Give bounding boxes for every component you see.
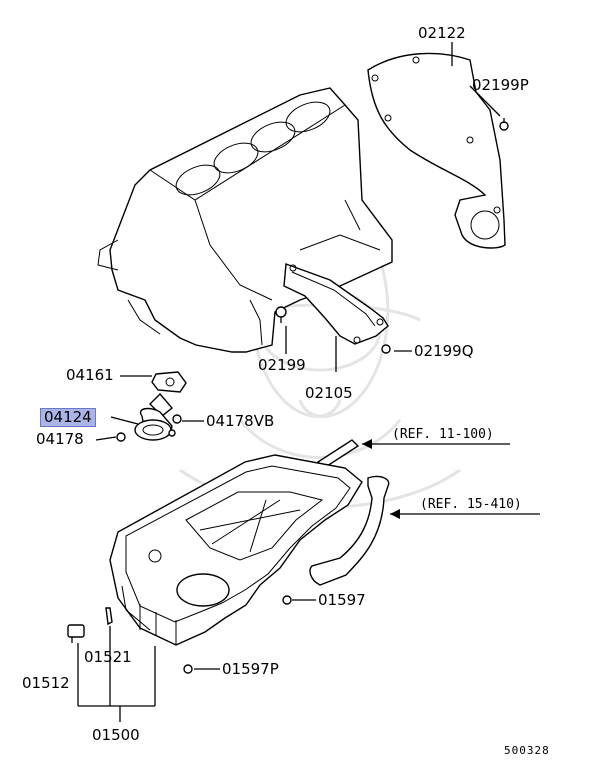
ref-link-11-100[interactable]: (REF. 11-100)	[392, 427, 494, 442]
bolt-01597	[282, 595, 292, 605]
oil-pan	[109, 454, 363, 646]
label-02199P[interactable]: 02199P	[472, 76, 529, 94]
label-04178[interactable]: 04178	[36, 430, 84, 448]
label-04124-selected[interactable]: 04124	[40, 408, 96, 427]
label-02105[interactable]: 02105	[305, 384, 353, 402]
ref-arrow-15-410	[390, 509, 400, 519]
ref-link-15-410[interactable]: (REF. 15-410)	[420, 497, 522, 512]
ref-arrow-11-100	[362, 439, 372, 449]
label-04161[interactable]: 04161	[66, 366, 114, 384]
drain-plug-01512	[67, 624, 85, 643]
gauge-guide-pipe	[309, 475, 390, 586]
label-02122[interactable]: 02122	[418, 24, 466, 42]
bolt-02199P	[499, 118, 509, 131]
label-04178VB[interactable]: 04178VB	[206, 412, 275, 430]
label-01512[interactable]: 01512	[22, 674, 70, 692]
label-01597[interactable]: 01597	[318, 591, 366, 609]
diagram-code: 500328	[504, 744, 550, 757]
flywheel-cover	[367, 52, 506, 249]
label-01500[interactable]: 01500	[92, 726, 140, 744]
label-02199[interactable]: 02199	[258, 356, 306, 374]
label-01597P[interactable]: 01597P	[222, 660, 279, 678]
strainer-assembly	[116, 371, 187, 442]
bolt-02199	[275, 306, 287, 323]
leader-lines	[77, 42, 540, 722]
bolt-02199Q	[381, 344, 391, 354]
label-01521[interactable]: 01521	[84, 648, 132, 666]
gasket-01521	[105, 607, 113, 626]
bolt-01597P	[183, 664, 193, 674]
label-02199Q[interactable]: 02199Q	[414, 342, 474, 360]
rear-plate	[283, 263, 389, 345]
